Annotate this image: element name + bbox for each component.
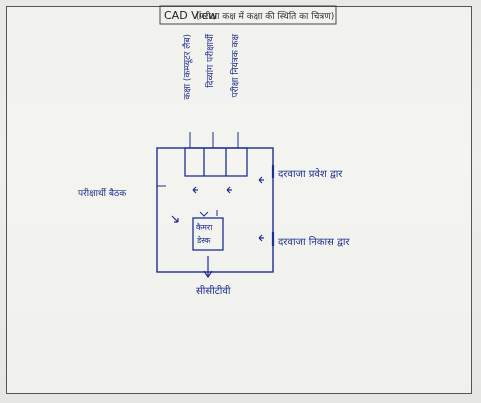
- page-title: CAD View: [164, 9, 218, 22]
- label-entry-door: दरवाजा प्रवेश द्वार: [278, 169, 343, 180]
- label-examinee-seating: परीक्षार्थी बैठक: [78, 189, 127, 199]
- label-computer-lab: कक्षा (कम्प्यूटर लैब): [183, 34, 193, 100]
- label-cctv: सीसीटीवी: [196, 286, 231, 297]
- arrow-diagonal: [171, 215, 179, 223]
- inner-box-line2: डेस्क: [197, 236, 211, 245]
- inner-box-line1: कैमरा: [196, 223, 213, 232]
- room-outline: [156, 147, 274, 273]
- arrow-exit: [258, 234, 264, 242]
- page-subtitle: (परीक्षा कक्ष में कक्षा की स्थिति का चित…: [196, 12, 335, 22]
- title-box: [159, 5, 337, 25]
- arrow-entry: [258, 176, 264, 184]
- drawing-sheet: [6, 6, 472, 394]
- arrow-left-1: [192, 186, 198, 194]
- inner-desk-box: [192, 217, 224, 251]
- arrow-down: [203, 270, 213, 279]
- label-divyang-examinee: दिव्यांग परीक्षार्थी: [206, 34, 216, 88]
- label-control-room: परीक्षा नियंत्रक कक्ष: [231, 34, 241, 98]
- top-desks: [184, 147, 248, 177]
- arrow-left-2: [226, 186, 232, 194]
- label-exit-door: दरवाजा निकास द्वार: [278, 237, 350, 248]
